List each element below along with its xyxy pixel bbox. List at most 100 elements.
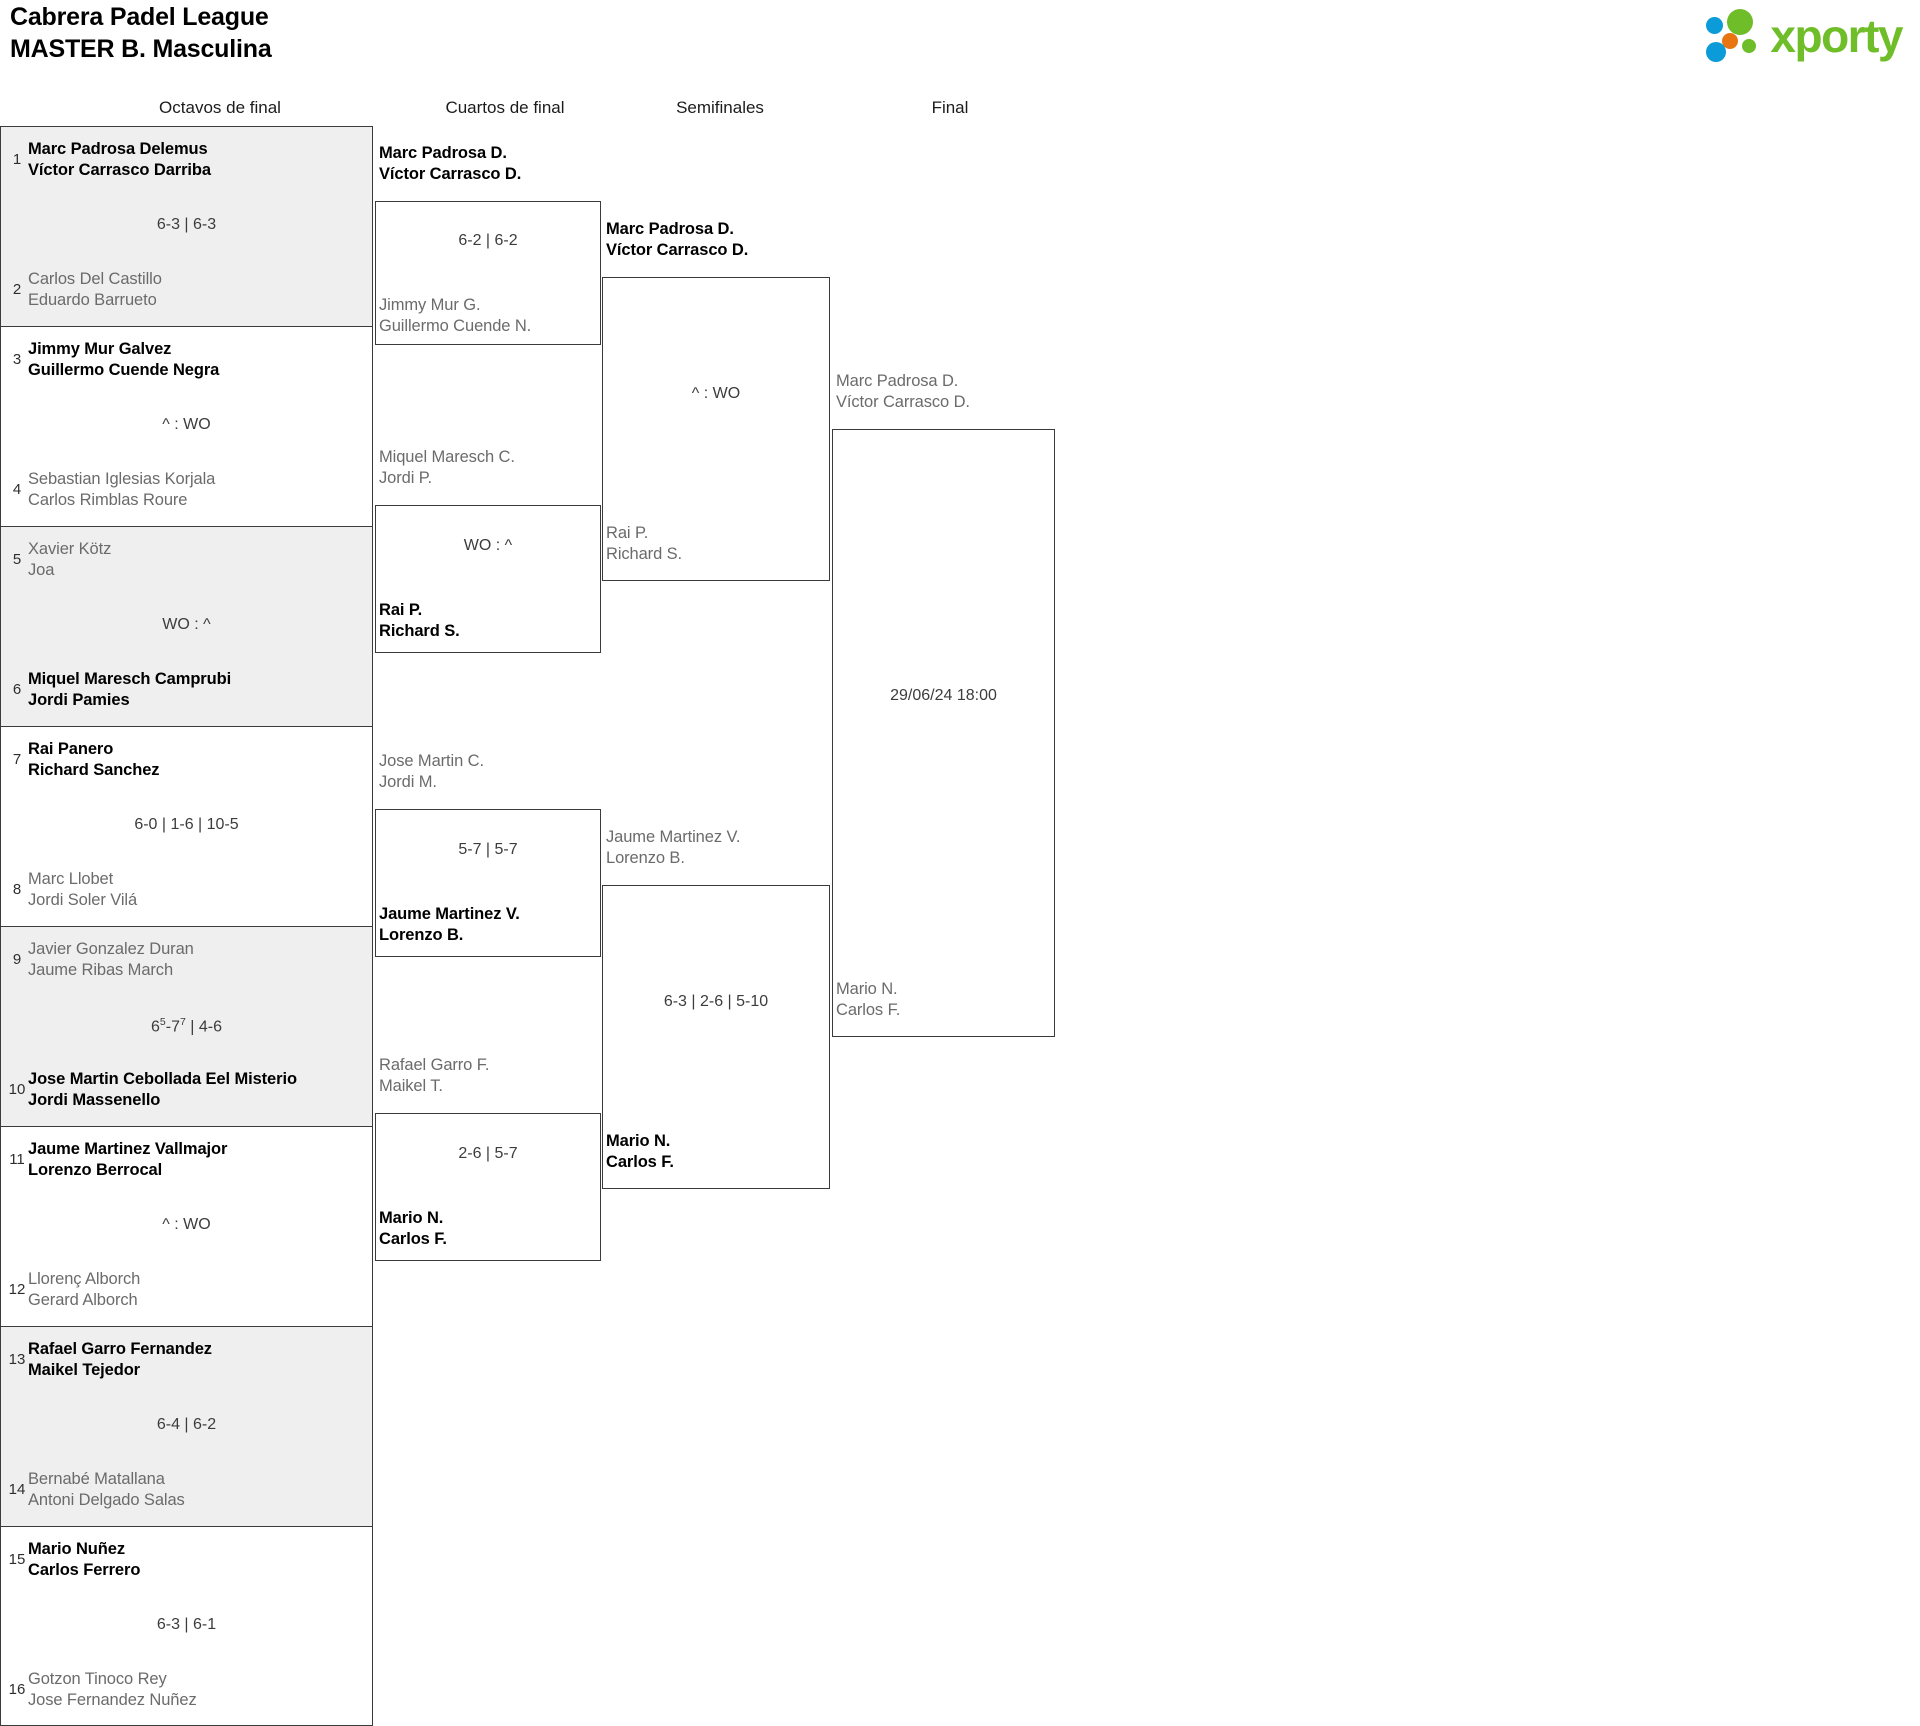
player-line-2: Maikel T. [379,1077,443,1096]
round-header-final: Final [931,98,969,117]
r2-connector-3 [375,809,601,957]
player-line-2: Carlos F. [379,1230,447,1249]
player-line-1: Carlos Del Castillo [28,270,162,288]
r2-team-top-3: Jose Martin C. Jordi M. [379,751,609,793]
seed-number: 10 [8,1081,26,1098]
match-score: 6-4 | 6-2 [156,1416,217,1433]
player-line-1: Rai Panero [28,740,114,758]
r1-match-7[interactable]: 13 Rafael Garro Fernandez Maikel Tejedor… [0,1326,373,1526]
r3-score-2: 6-3 | 2-6 | 5-10 [663,993,769,1010]
r3-team-bottom-2: Mario N. Carlos F. [606,1131,674,1173]
match-score: ^ : WO [162,1216,211,1233]
r3-team-top-2: Jaume Martinez V. Lorenzo B. [606,827,740,869]
logo-wordmark: xporty [1770,10,1903,62]
player-line-2: Eduardo Barrueto [28,291,157,310]
r1-match-3[interactable]: 5 Xavier Kötz Joa WO : ^ 6 Miquel Maresc… [0,526,373,726]
seed-number: 16 [8,1681,26,1698]
team-bottom: Bernabé Matallana Antoni Delgado Salas [28,1469,364,1511]
match-score: 6-0 | 1-6 | 10-5 [134,816,239,833]
player-line-2: Jordi Massenello [28,1091,161,1110]
player-line-2: Lorenzo Berrocal [28,1161,163,1180]
r1-match-6[interactable]: 11 Jaume Martinez Vallmajor Lorenzo Berr… [0,1126,373,1326]
seed-number: 5 [12,551,22,568]
player-line-1: Gotzon Tinoco Rey [28,1670,167,1688]
match-score: 6-3 | 6-3 [156,216,217,233]
r3-connector-2 [602,885,830,1189]
player-line-1: Rai P. [379,601,423,619]
xporty-logo[interactable]: xporty [1706,6,1903,66]
player-line-2: Carlos Ferrero [28,1561,141,1580]
r2-team-bottom-3: Jaume Martinez V. Lorenzo B. [379,904,609,946]
player-line-2: Antoni Delgado Salas [28,1491,185,1510]
round-header-semifinales: Semifinales [676,98,764,117]
seed-number: 11 [9,1151,25,1168]
seed-number: 14 [8,1481,26,1498]
player-line-1: Sebastian Iglesias Korjala [28,470,216,488]
player-line-2: Carlos F. [836,1001,901,1020]
player-line-1: Jose Martin C. [379,752,484,770]
round-header-cuartos: Cuartos de final [445,98,565,117]
r2-team-bottom-1: Jimmy Mur G. Guillermo Cuende N. [379,295,609,337]
player-line-2: Víctor Carrasco D. [379,165,522,184]
tournament-name: Cabrera Padel League [10,3,269,31]
player-line-1: Marc Llobet [28,870,114,888]
r2-connector-1 [375,201,601,345]
player-line-1: Miquel Maresch C. [379,448,515,466]
seed-number: 3 [12,351,22,368]
player-line-2: Lorenzo B. [379,926,464,945]
player-line-2: Richard S. [606,545,683,564]
player-line-1: Marc Padrosa D. [606,220,734,238]
player-line-2: Richard S. [379,622,460,641]
round1-column: 1 Marc Padrosa Delemus Víctor Carrasco D… [0,126,373,1726]
seed-number: 6 [12,681,22,698]
seed-number: 9 [12,951,22,968]
player-line-2: Joa [28,561,55,580]
team-bottom: Jose Martin Cebollada Eel Misterio Jordi… [28,1069,364,1111]
player-line-1: Marc Padrosa D. [379,144,507,162]
r2-team-top-1: Marc Padrosa D. Víctor Carrasco D. [379,143,609,185]
r1-match-1[interactable]: 1 Marc Padrosa Delemus Víctor Carrasco D… [0,126,373,326]
team-bottom: Sebastian Iglesias Korjala Carlos Rimbla… [28,469,364,511]
player-line-2: Jordi Pamies [28,691,130,710]
player-line-1: Mario N. [379,1209,444,1227]
r1-match-8[interactable]: 15 Mario Nuñez Carlos Ferrero 6-3 | 6-1 … [0,1526,373,1726]
r1-match-5[interactable]: 9 Javier Gonzalez Duran Jaume Ribas Marc… [0,926,373,1126]
r2-connector-4 [375,1113,601,1261]
seed-number: 7 [12,751,22,768]
player-line-2: Carlos F. [606,1153,674,1172]
r2-connector-2 [375,505,601,653]
r2-team-top-2: Miquel Maresch C. Jordi P. [379,447,609,489]
player-line-1: Mario Nuñez [28,1540,125,1558]
r2-score-2: WO : ^ [463,537,513,554]
player-line-2: Guillermo Cuende Negra [28,361,220,380]
player-line-1: Xavier Kötz [28,540,112,558]
player-line-2: Lorenzo B. [606,849,685,868]
logo-dots-icon [1706,9,1764,63]
player-line-2: Víctor Carrasco D. [606,241,749,260]
seed-number: 4 [12,481,22,498]
seed-number: 2 [12,281,22,298]
r2-team-bottom-4: Mario N. Carlos F. [379,1208,609,1250]
match-score: ^ : WO [162,416,211,433]
r2-team-bottom-2: Rai P. Richard S. [379,600,609,642]
r3-team-top-1: Marc Padrosa D. Víctor Carrasco D. [606,219,748,261]
team-top: Jaume Martinez Vallmajor Lorenzo Berroca… [28,1139,364,1181]
player-line-1: Llorenç Alborch [28,1270,141,1288]
team-top: Marc Padrosa Delemus Víctor Carrasco Dar… [28,139,364,181]
r4-team-bottom: Mario N. Carlos F. [836,979,900,1021]
player-line-1: Jose Martin Cebollada Eel Misterio [28,1070,297,1088]
r1-match-4[interactable]: 7 Rai Panero Richard Sanchez 6-0 | 1-6 |… [0,726,373,926]
match-score: 6-3 | 6-1 [156,1616,217,1633]
player-line-1: Bernabé Matallana [28,1470,165,1488]
player-line-2: Jordi Soler Vilá [28,891,138,910]
seed-number: 8 [12,881,22,898]
team-top: Rafael Garro Fernandez Maikel Tejedor [28,1339,364,1381]
team-top: Mario Nuñez Carlos Ferrero [28,1539,364,1581]
team-bottom: Llorenç Alborch Gerard Alborch [28,1269,364,1311]
final-match-datetime: 29/06/24 18:00 [890,687,997,704]
player-line-1: Mario N. [836,980,898,998]
r4-connector [832,429,1055,1037]
player-line-2: Jose Fernandez Nuñez [28,1691,197,1710]
team-bottom: Gotzon Tinoco Rey Jose Fernandez Nuñez [28,1669,364,1711]
r1-match-2[interactable]: 3 Jimmy Mur Galvez Guillermo Cuende Negr… [0,326,373,526]
